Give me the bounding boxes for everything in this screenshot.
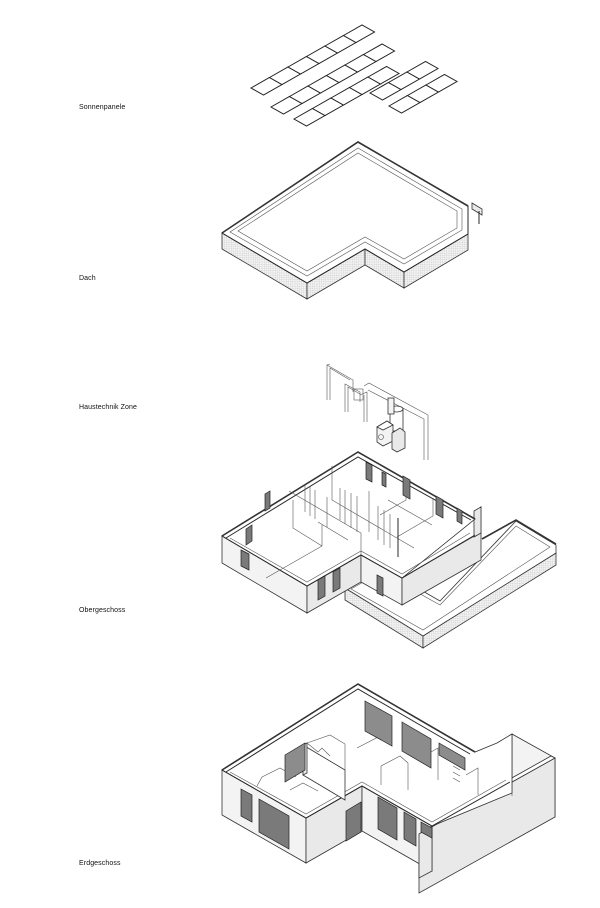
mep-zone-layer [326, 363, 429, 460]
roof-rim [221, 141, 469, 234]
layer-label-solar-panels: Sonnenpanele [79, 104, 126, 111]
upper-window [332, 567, 341, 593]
roof-layer [221, 141, 483, 300]
roof-deck-edge [237, 152, 458, 272]
heat-pump-unit [376, 420, 406, 453]
ground-window [438, 742, 466, 771]
upper-window [245, 524, 253, 546]
ground-window [240, 788, 253, 823]
upper-window [264, 490, 271, 512]
layer-label-roof: Dach [79, 275, 96, 282]
upper-floor-layer [221, 451, 557, 649]
solar-panel [342, 24, 376, 44]
ground-window [403, 811, 417, 847]
ground-window [284, 742, 306, 783]
upper-window [317, 575, 326, 601]
solar-panels-layer [249, 24, 459, 127]
ground-floor-layer [221, 683, 556, 894]
layer-label-ground-floor: Erdgeschoss [79, 860, 121, 867]
roof-parapet-inner [229, 147, 463, 277]
shelf-fixture [452, 765, 461, 783]
ground-window [377, 796, 398, 841]
wardrobe-slats [304, 484, 399, 557]
upper-window [376, 574, 384, 597]
ground-window [345, 801, 362, 842]
roof-vent [471, 202, 483, 216]
pipe-run-left [326, 363, 354, 400]
upper-window [365, 461, 373, 483]
ground-window [401, 721, 432, 769]
pipe-run-right [363, 382, 429, 460]
solar-panel [424, 73, 459, 93]
upper-window [456, 507, 463, 525]
upper-window [402, 475, 411, 500]
solar-panel [405, 60, 440, 80]
ground-window [258, 798, 290, 850]
layer-label-mep-zone: Haustechnik Zone [79, 404, 138, 411]
upper-window [381, 471, 387, 488]
layer-label-upper-floor: Obergeschoss [79, 607, 126, 614]
solar-panel [366, 65, 401, 85]
pipe-run-middle [344, 383, 368, 422]
solar-panel [362, 43, 396, 63]
upper-window [435, 495, 444, 519]
upper-window [240, 549, 250, 571]
ground-window [364, 700, 393, 747]
ground-window [420, 821, 433, 839]
